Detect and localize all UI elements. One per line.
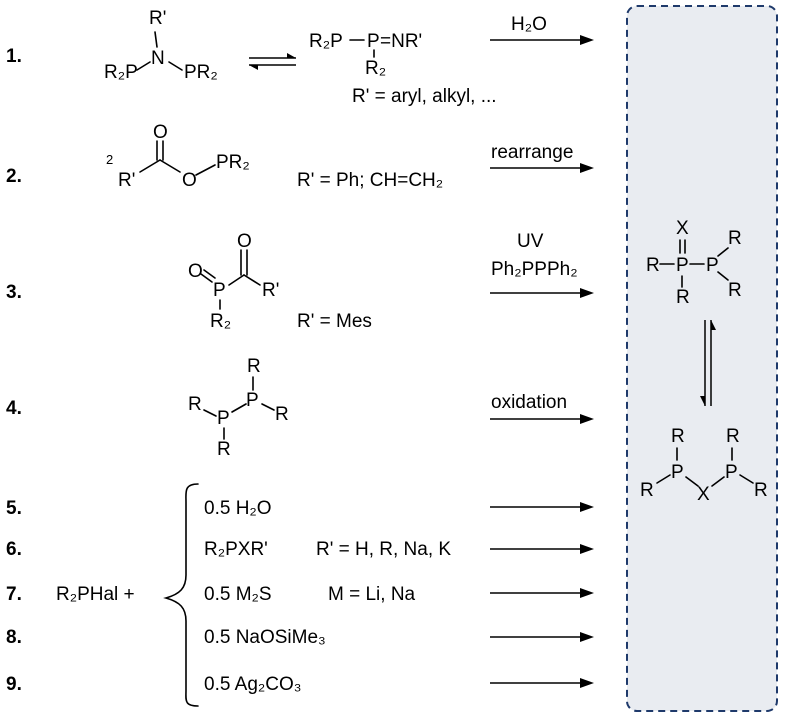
reagent-row-8: 0.5 NaOSiMe₃ bbox=[204, 627, 326, 648]
atom-r-prime: R' bbox=[149, 8, 166, 29]
atom-r-top-b: R bbox=[676, 287, 690, 308]
row-2-structures: 2 R' O O PR₂ R' = Ph; CH=CH₂ bbox=[106, 122, 443, 191]
reagent-row-9: 0.5 Ag₂CO₃ bbox=[204, 674, 302, 695]
arrow-label-row-4: oxidation bbox=[491, 392, 567, 413]
product-box bbox=[626, 5, 778, 712]
atom-r-prime-2: R' bbox=[118, 170, 135, 191]
atom-p-bot-b: P bbox=[725, 462, 738, 483]
group-r2p: R₂P bbox=[104, 62, 138, 83]
group-pr2: PR₂ bbox=[184, 62, 218, 83]
curly-brace bbox=[163, 483, 199, 707]
row-1-structures: R' N R₂P PR₂ R₂P P =NR' R₂ R' = aryl, al… bbox=[104, 8, 497, 107]
group-nr-prime: =NR' bbox=[380, 31, 422, 52]
row-number-3: 3. bbox=[6, 282, 22, 303]
atom-x-top: X bbox=[676, 218, 689, 239]
row-number-2: 2. bbox=[6, 166, 22, 187]
atom-r-4c: R bbox=[188, 394, 202, 415]
atom-r-top-a: R bbox=[646, 255, 660, 276]
atom-x-bridge: X bbox=[697, 484, 710, 505]
atom-r-bot-c: R bbox=[726, 426, 740, 447]
atom-r-4d: R bbox=[217, 439, 231, 460]
note-row-6: R' = H, R, Na, K bbox=[316, 539, 451, 560]
arrow-label-row-1: H₂O bbox=[511, 14, 547, 35]
rows-5-9-reagents: R₂PHal + 0.5 H₂O R₂PXR' R' = H, R, Na, K… bbox=[56, 483, 451, 707]
atom-r-prime-3: R' bbox=[262, 280, 279, 301]
atom-r-bot-b: R bbox=[640, 480, 654, 501]
row-2-coefficient: 2 bbox=[106, 152, 113, 167]
row-number-6: 6. bbox=[6, 539, 22, 560]
group-r2p-2: R₂P bbox=[309, 31, 343, 52]
reagent-row-6: R₂PXR' bbox=[204, 539, 268, 560]
atom-p-3: P bbox=[213, 280, 226, 301]
row-numbers: 1. 2. 3. 4. 5. 6. 7. 8. 9. bbox=[6, 46, 22, 695]
atom-p-4a: P bbox=[246, 390, 259, 411]
row-number-4: 4. bbox=[6, 398, 22, 419]
atom-p-imino: P bbox=[367, 31, 380, 52]
group-r2-3: R₂ bbox=[210, 311, 231, 332]
atom-o-carbonyl: O bbox=[153, 122, 168, 143]
atom-p-top-b: P bbox=[706, 255, 719, 276]
row-1-note: R' = aryl, alkyl, ... bbox=[352, 86, 497, 107]
atom-r-4a: R bbox=[247, 356, 261, 377]
product-bottom: R P R X P R R bbox=[640, 426, 768, 505]
note-row-7: M = Li, Na bbox=[328, 584, 416, 605]
atom-r-top-c: R bbox=[728, 228, 742, 249]
atom-r-top-d: R bbox=[728, 280, 742, 301]
atom-r-4b: R bbox=[275, 404, 289, 425]
arrow-label-row-2: rearrange bbox=[491, 142, 573, 163]
atom-r-bot-d: R bbox=[754, 480, 768, 501]
row-number-7: 7. bbox=[6, 584, 22, 605]
reagent-row-7: 0.5 M₂S bbox=[204, 584, 272, 605]
row-number-5: 5. bbox=[6, 498, 22, 519]
row-3-structures: O P O R' R₂ R' = Mes bbox=[188, 231, 372, 332]
row-number-8: 8. bbox=[6, 627, 22, 648]
atom-n: N bbox=[151, 48, 165, 69]
arrow-label-row-3b: Ph₂PPPh₂ bbox=[491, 259, 578, 280]
product-top: X R P P R R R bbox=[646, 218, 742, 308]
row-number-9: 9. bbox=[6, 674, 22, 695]
arrow-label-row-3a: UV bbox=[517, 231, 544, 252]
row-4-structures: R P R P R R bbox=[188, 356, 289, 460]
reagent-row-5: 0.5 H₂O bbox=[204, 498, 272, 519]
atom-p-4b: P bbox=[217, 408, 230, 429]
group-r2-imino: R₂ bbox=[365, 58, 386, 79]
product-equilibrium bbox=[700, 320, 716, 406]
atom-o-po: O bbox=[188, 261, 203, 282]
atom-o-co: O bbox=[237, 231, 252, 252]
row-3-note: R' = Mes bbox=[297, 311, 372, 332]
atom-o-ester: O bbox=[182, 170, 197, 191]
row-2-note: R' = Ph; CH=CH₂ bbox=[297, 170, 443, 191]
atom-p-bot-a: P bbox=[671, 462, 684, 483]
shared-reagent: R₂PHal + bbox=[56, 584, 135, 605]
atom-p-top-a: P bbox=[676, 255, 689, 276]
atom-r-bot-a: R bbox=[671, 426, 685, 447]
group-pr2-2: PR₂ bbox=[216, 152, 250, 173]
reaction-arrows: H₂O rearrange UV Ph₂PPPh₂ oxidation bbox=[490, 14, 594, 688]
row-number-1: 1. bbox=[6, 46, 22, 67]
